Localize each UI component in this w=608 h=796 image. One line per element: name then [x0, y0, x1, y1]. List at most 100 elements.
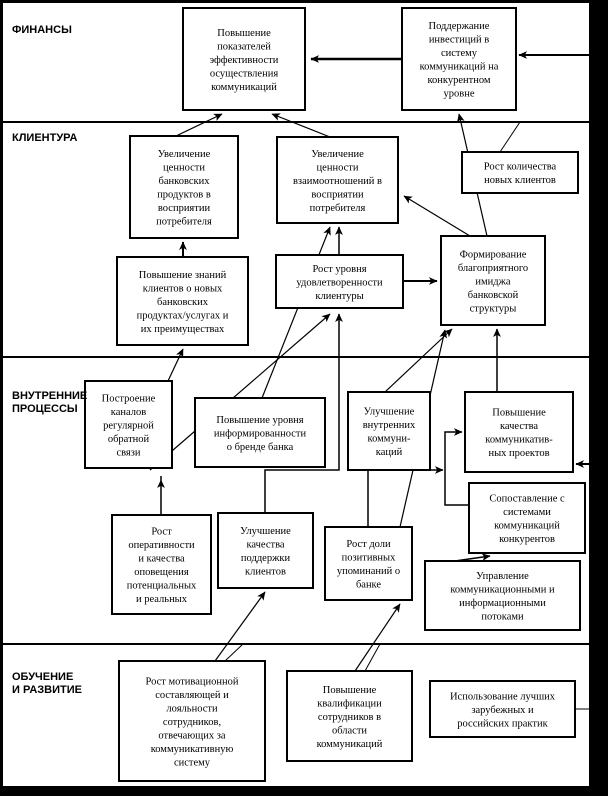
node-label-line: Формирование — [460, 249, 527, 260]
connector-n11-n8 — [384, 328, 453, 393]
band-label-internal: ВНУТРЕННИЕ — [12, 390, 87, 402]
node-label-line: Повышение уровня — [216, 415, 303, 426]
connector-n18-up — [224, 643, 244, 662]
node-label-line: коммуни- — [368, 434, 411, 445]
node-box[interactable] — [217, 512, 314, 589]
node-label-line: Управление — [476, 571, 529, 582]
node-label-line: Увеличение — [311, 149, 364, 160]
node-label-line: Использование лучших — [450, 691, 556, 702]
node-box[interactable] — [286, 670, 413, 762]
node-box[interactable] — [468, 482, 586, 554]
node-label-line: Улучшение — [240, 526, 291, 537]
node-label-line: каналов — [111, 407, 146, 418]
node-box[interactable] — [116, 256, 249, 346]
node-label-line: банковских — [159, 176, 211, 187]
connector-n3-n1 — [175, 113, 223, 137]
node-label-line: Поддержание — [429, 21, 490, 32]
node-box[interactable] — [111, 514, 212, 615]
node-box[interactable] — [84, 380, 173, 469]
node-label-line: коммуникационными и — [450, 585, 555, 596]
node-box[interactable] — [424, 560, 581, 631]
node-label-line: Повышение — [492, 408, 546, 419]
node-label-line: связи — [116, 447, 140, 458]
node-n13[interactable]: Сопоставление ссистемамикоммуникацийконк… — [468, 482, 586, 554]
node-label-line: осуществления — [210, 68, 278, 79]
node-box[interactable] — [276, 136, 399, 224]
node-box[interactable] — [129, 135, 239, 239]
connector-n18-n15 — [214, 591, 266, 662]
node-box[interactable] — [461, 151, 579, 194]
connector-n15-n7 — [264, 313, 343, 513]
node-label-line: каций — [376, 447, 403, 458]
node-box[interactable] — [401, 7, 517, 111]
node-label-line: Рост уровня — [312, 264, 366, 275]
node-n8[interactable]: Формированиеблагоприятногоимиджабанковск… — [440, 235, 546, 326]
node-box[interactable] — [182, 7, 306, 111]
connector-n19-up — [364, 643, 381, 672]
node-n1[interactable]: Повышениепоказателейэффективностиосущест… — [182, 7, 306, 111]
node-label-line: отвечающих за — [158, 730, 226, 741]
node-label-line: зарубежных и — [471, 705, 534, 716]
node-label-line: и качества — [138, 554, 185, 565]
node-label-line: коммуникативную — [151, 744, 234, 755]
connector-n14-n7 — [149, 313, 331, 471]
node-box[interactable] — [324, 526, 413, 601]
node-box[interactable] — [347, 391, 431, 471]
node-label-line: Построение — [102, 393, 156, 404]
node-label-line: о бренде банка — [227, 442, 294, 453]
node-box[interactable] — [275, 254, 404, 309]
node-label-line: сотрудников, — [163, 717, 221, 728]
node-box[interactable] — [464, 391, 574, 473]
node-label-line: коммуникаций — [494, 521, 560, 532]
node-label-line: области — [332, 725, 367, 736]
band-label-finance: ФИНАНСЫ — [12, 24, 72, 36]
node-label-line: упоминаний о — [337, 566, 400, 577]
band-label-learning: ОБУЧЕНИЕ — [12, 671, 73, 683]
node-label-line: систему — [174, 757, 211, 768]
node-box[interactable] — [440, 235, 546, 326]
node-box[interactable] — [429, 680, 576, 738]
connector-n19-n16 — [354, 603, 401, 672]
node-box[interactable] — [118, 660, 266, 782]
node-label-line: новых клиентов — [484, 175, 556, 186]
node-label-line: Повышение — [217, 28, 271, 39]
node-label-line: восприятии — [158, 203, 211, 214]
node-label-line: Рост доли — [346, 539, 391, 550]
band-label-layer: ФИНАНСЫКЛИЕНТУРАВНУТРЕННИЕПРОЦЕССЫОБУЧЕН… — [12, 24, 87, 696]
node-label-line: коммуникаций — [317, 739, 383, 750]
node-label-line: сотрудников в — [318, 712, 381, 723]
node-box[interactable] — [194, 397, 326, 468]
node-label-line: взаимоотношений в — [293, 176, 382, 187]
node-label-line: клиентов — [245, 567, 286, 578]
connector-n13-n12 — [444, 428, 469, 506]
node-n20[interactable]: Использование лучших зарубежных и российск… — [429, 680, 576, 738]
node-label-line: конкурентном — [427, 75, 490, 86]
node-label-line: коммуникаций — [211, 82, 277, 93]
band-label-customer: КЛИЕНТУРА — [12, 132, 78, 144]
connector-n9-n6 — [167, 348, 184, 382]
node-label-line: инвестиций в — [429, 35, 489, 46]
node-label-line: российских практик — [457, 718, 548, 729]
node-label-line: продуктах/услугах и — [137, 310, 229, 321]
node-label-line: конкурентов — [499, 534, 555, 545]
node-label-line: позитивных — [342, 553, 396, 564]
node-label-line: ных проектов — [488, 448, 549, 459]
